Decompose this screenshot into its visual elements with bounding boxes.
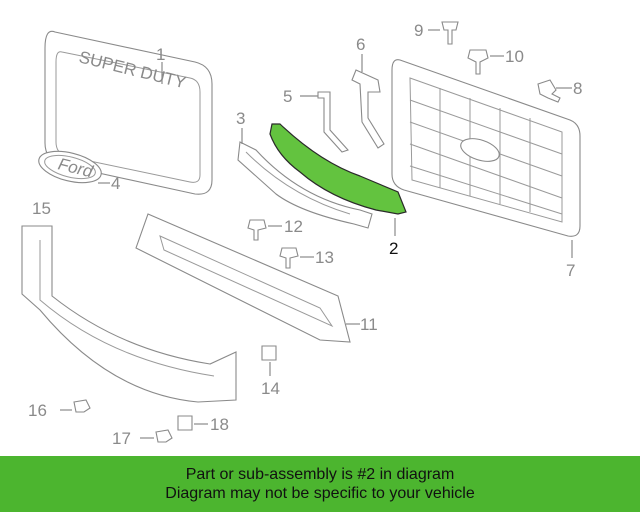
callout-16: 16 [28, 401, 47, 420]
callout-3: 3 [236, 109, 245, 128]
callout-8: 8 [573, 79, 582, 98]
part-18-nut[interactable] [177, 415, 193, 431]
part-10-bolt[interactable] [467, 49, 489, 75]
callout-11: 11 [360, 315, 378, 334]
part-17-bolt[interactable] [155, 429, 173, 443]
callout-9: 9 [414, 21, 423, 40]
part-13-bolt[interactable] [279, 247, 299, 269]
callout-17: 17 [112, 429, 131, 448]
part-15-lower-frame[interactable] [21, 225, 237, 403]
part-5-bracket[interactable] [317, 91, 349, 153]
callout-1: 1 [156, 45, 165, 64]
callout-18: 18 [210, 415, 229, 434]
banner-line-2: Diagram may not be specific to your vehi… [165, 485, 475, 502]
part-7-grille-assembly[interactable] [391, 59, 581, 237]
part-2-energy-absorber[interactable] [269, 123, 407, 215]
part-8-screw[interactable] [537, 79, 561, 103]
callout-15: 15 [32, 199, 51, 218]
banner-line-1: Part or sub-assembly is #2 in diagram [185, 466, 455, 483]
part-16-bolt[interactable] [73, 399, 91, 413]
exploded-parts-diagram: SUPER DUTY 1 Ford 4 5 6 3 [21, 21, 582, 448]
callout-14: 14 [261, 379, 280, 398]
part-3-lower-molding[interactable] [237, 141, 373, 229]
callout-2: 2 [389, 239, 398, 258]
callout-5: 5 [283, 87, 292, 106]
callout-10: 10 [505, 47, 524, 66]
callout-6: 6 [356, 35, 365, 54]
callout-13: 13 [315, 248, 334, 267]
part-14-nut[interactable] [261, 345, 277, 361]
part-12-bolt[interactable] [247, 219, 267, 241]
part-6-bracket[interactable] [351, 69, 385, 149]
callout-12: 12 [284, 217, 303, 236]
part-9-push-clip[interactable] [441, 21, 459, 45]
callout-4: 4 [111, 174, 120, 193]
info-banner: Part or sub-assembly is #2 in diagram Di… [0, 456, 640, 512]
part-11-support-bracket[interactable] [135, 213, 351, 343]
part-4-ford-oval-logo[interactable]: Ford [36, 146, 105, 189]
part-1-emblem-plate[interactable]: SUPER DUTY [44, 30, 213, 195]
callout-7: 7 [566, 261, 575, 280]
